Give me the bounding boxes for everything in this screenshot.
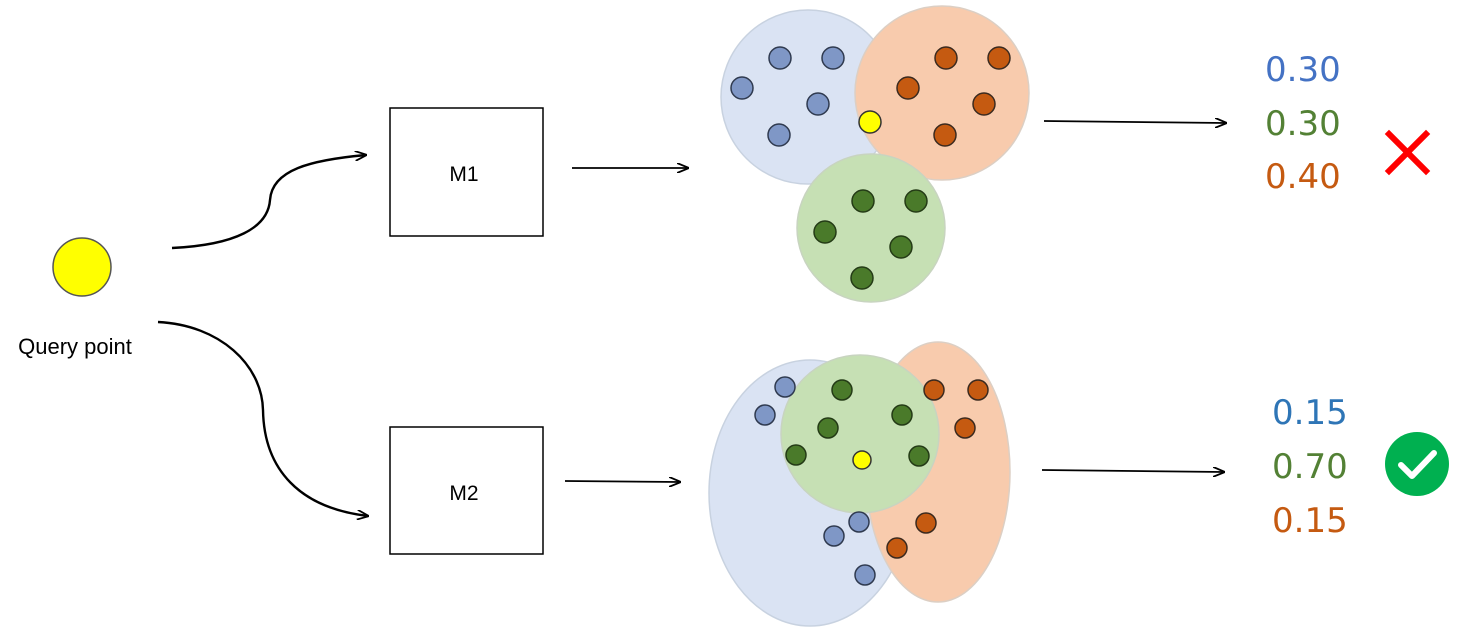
m1-point-blue [821, 46, 845, 70]
query-point-group: Query point [18, 237, 132, 359]
checkmark-icon [1385, 432, 1449, 496]
m2-point-orange [967, 379, 989, 401]
m1-point-green [851, 189, 875, 213]
curved-arrow-to-m1 [171, 155, 366, 250]
m2-region-green [780, 354, 940, 514]
model-m2-label: M2 [449, 482, 478, 505]
m2-point-orange [886, 537, 908, 559]
m1-point-orange [987, 46, 1011, 70]
model-m1-label: M1 [449, 163, 478, 186]
m1-point-orange [972, 92, 996, 116]
arrow-m1-to-scores [1043, 121, 1226, 123]
m1-region-green [796, 153, 946, 303]
m2-cluster-regions [708, 341, 1011, 627]
m2-point-green [908, 445, 930, 467]
m1-score-green: 0.30 [1265, 104, 1341, 144]
m1-query-point [858, 110, 882, 134]
m1-score-blue: 0.30 [1265, 50, 1341, 90]
m1-point-blue [767, 123, 791, 147]
m2-scores: 0.15 0.70 0.15 [1272, 393, 1348, 541]
m2-query-point [852, 450, 872, 470]
m2-point-blue [754, 404, 776, 426]
m1-point-blue [768, 46, 792, 70]
m2-point-orange [954, 417, 976, 439]
query-point-label: Query point [18, 334, 132, 359]
m1-point-green [889, 235, 913, 259]
m1-point-orange [896, 76, 920, 100]
m1-point-blue [806, 92, 830, 116]
m2-score-green: 0.70 [1272, 447, 1348, 487]
model-m2-box: M2 [389, 426, 544, 555]
m1-point-green [850, 266, 874, 290]
m1-score-orange: 0.40 [1265, 157, 1341, 197]
m2-points [754, 376, 989, 586]
m1-points [730, 46, 1011, 290]
m1-cluster-regions [720, 5, 1030, 303]
curved-arrow-to-m2 [157, 320, 368, 516]
query-point [52, 237, 112, 297]
m2-point-orange [915, 512, 937, 534]
m2-point-green [817, 417, 839, 439]
m1-point-blue [730, 76, 754, 100]
m2-score-orange: 0.15 [1272, 501, 1348, 541]
m1-scores: 0.30 0.30 0.40 [1265, 50, 1341, 197]
cross-icon [1384, 129, 1431, 176]
m2-point-blue [823, 525, 845, 547]
arrow-m2-to-scores [1041, 470, 1224, 472]
m2-point-green [785, 444, 807, 466]
arrow-m2-to-clusters [564, 481, 680, 482]
m1-point-green [904, 189, 928, 213]
m1-point-orange [933, 123, 957, 147]
model-m1-box: M1 [389, 107, 544, 237]
m2-point-blue [774, 376, 796, 398]
m1-point-green [813, 220, 837, 244]
m2-point-green [831, 379, 853, 401]
m2-score-blue: 0.15 [1272, 393, 1348, 433]
m2-point-blue [848, 511, 870, 533]
m2-point-orange [923, 379, 945, 401]
m1-point-orange [934, 46, 958, 70]
m1-region-orange [854, 5, 1030, 181]
m2-point-green [891, 404, 913, 426]
m2-point-blue [854, 564, 876, 586]
